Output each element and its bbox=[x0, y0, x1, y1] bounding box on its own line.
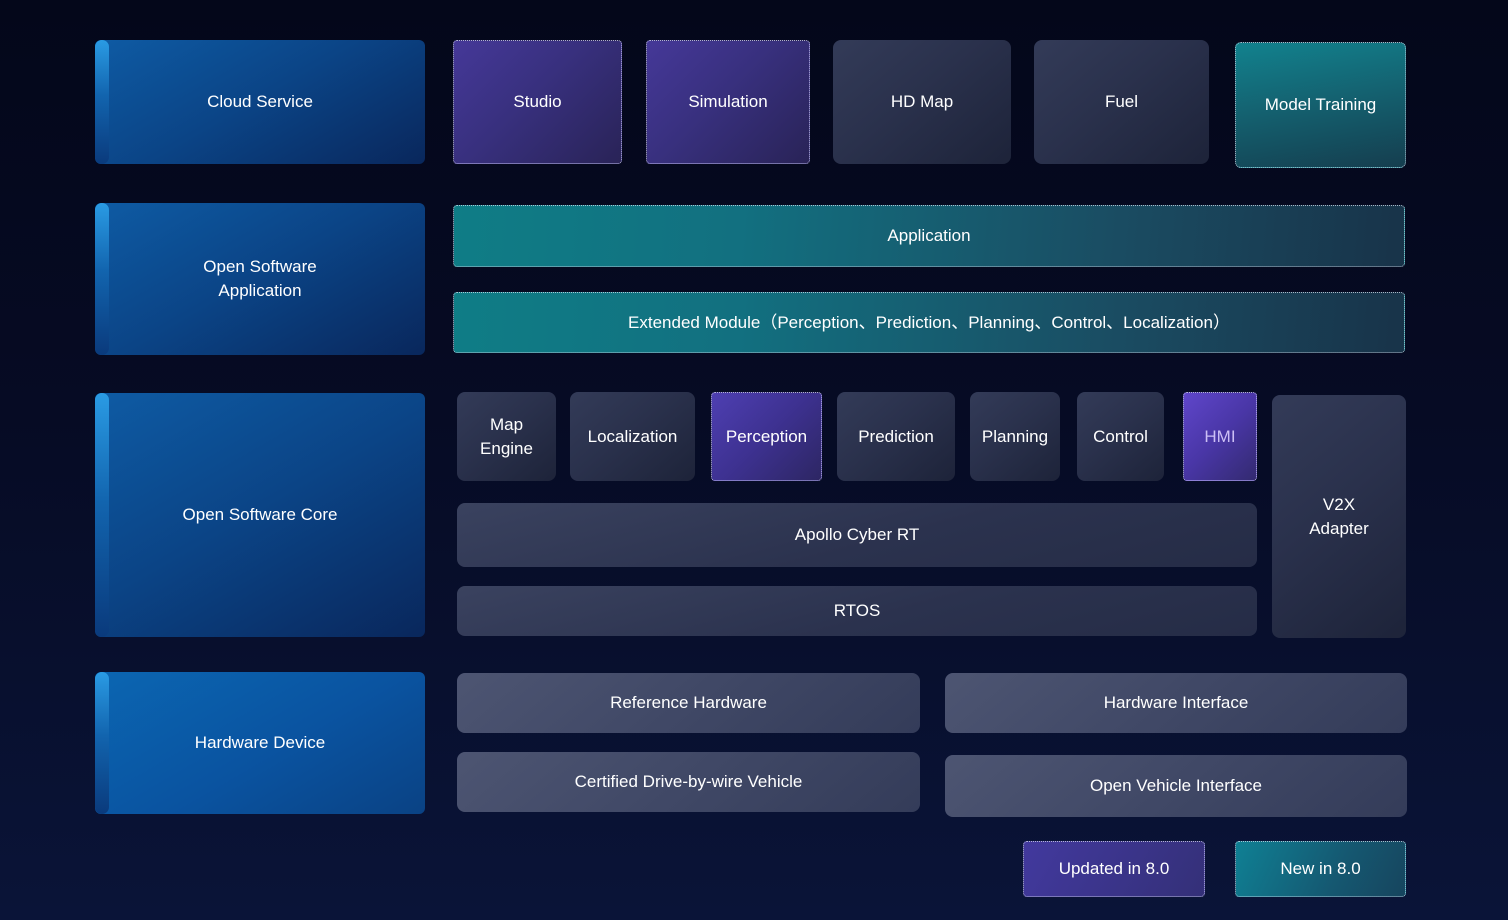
perception-label: Perception bbox=[725, 426, 808, 446]
hardware-interface-label: Hardware Interface bbox=[1103, 693, 1249, 713]
perception-box: Perception bbox=[711, 392, 822, 481]
map-engine-box: Map Engine bbox=[457, 392, 556, 481]
application-box: Application bbox=[453, 205, 1405, 267]
certified-drive-by-wire-vehicle-box: Certified Drive-by-wire Vehicle bbox=[457, 752, 920, 812]
open-vehicle-interface-box: Open Vehicle Interface bbox=[945, 755, 1407, 817]
accent-bar bbox=[95, 40, 109, 164]
open-software-application-label: Open Software Application bbox=[203, 257, 317, 300]
hmi-label: HMI bbox=[1204, 426, 1236, 446]
reference-hardware-box: Reference Hardware bbox=[457, 673, 920, 733]
rtos-box: RTOS bbox=[457, 586, 1257, 636]
hardware-interface-box: Hardware Interface bbox=[945, 673, 1407, 733]
legend-new-badge: New in 8.0 bbox=[1235, 841, 1406, 897]
cloud-service-label: Cloud Service bbox=[207, 92, 313, 112]
legend-updated-badge: Updated in 8.0 bbox=[1023, 841, 1205, 897]
v2x-adapter-label: V2X Adapter bbox=[1309, 494, 1369, 538]
studio-box: Studio bbox=[453, 40, 622, 164]
rtos-label: RTOS bbox=[833, 601, 881, 621]
hd-map-label: HD Map bbox=[890, 92, 954, 112]
prediction-label: Prediction bbox=[858, 426, 934, 446]
open-vehicle-interface-label: Open Vehicle Interface bbox=[1089, 776, 1262, 796]
control-box: Control bbox=[1077, 392, 1164, 481]
open-software-core-label: Open Software Core bbox=[182, 505, 338, 525]
model-training-box: Model Training bbox=[1235, 42, 1406, 168]
map-engine-label: Map Engine bbox=[480, 414, 533, 458]
accent-bar bbox=[95, 203, 109, 355]
open-software-core-label-box: Open Software Core bbox=[95, 393, 425, 637]
cloud-service-label-box: Cloud Service bbox=[95, 40, 425, 164]
localization-label: Localization bbox=[587, 426, 678, 446]
hardware-device-label-box: Hardware Device bbox=[95, 672, 425, 814]
hardware-device-label: Hardware Device bbox=[194, 733, 326, 753]
hmi-box: HMI bbox=[1183, 392, 1257, 481]
control-label: Control bbox=[1093, 426, 1148, 446]
prediction-box: Prediction bbox=[837, 392, 955, 481]
legend-new-label: New in 8.0 bbox=[1280, 859, 1361, 879]
application-label: Application bbox=[887, 226, 971, 246]
simulation-box: Simulation bbox=[646, 40, 810, 164]
localization-box: Localization bbox=[570, 392, 695, 481]
hd-map-box: HD Map bbox=[833, 40, 1011, 164]
v2x-adapter-box: V2X Adapter bbox=[1272, 395, 1406, 638]
planning-label: Planning bbox=[981, 426, 1049, 446]
open-software-application-label-box: Open Software Application bbox=[95, 203, 425, 355]
certified-drive-by-wire-vehicle-label: Certified Drive-by-wire Vehicle bbox=[574, 772, 803, 792]
fuel-box: Fuel bbox=[1034, 40, 1209, 164]
studio-label: Studio bbox=[513, 92, 562, 112]
fuel-label: Fuel bbox=[1104, 92, 1139, 112]
model-training-label: Model Training bbox=[1264, 95, 1377, 115]
extended-module-box: Extended Module（Perception、Prediction、Pl… bbox=[453, 292, 1405, 353]
simulation-label: Simulation bbox=[688, 92, 768, 112]
planning-box: Planning bbox=[970, 392, 1060, 481]
accent-bar bbox=[95, 672, 109, 814]
legend-updated-label: Updated in 8.0 bbox=[1058, 859, 1170, 879]
accent-bar bbox=[95, 393, 109, 637]
extended-module-label: Extended Module（Perception、Prediction、Pl… bbox=[628, 312, 1230, 332]
apollo-cyber-rt-label: Apollo Cyber RT bbox=[794, 525, 920, 545]
apollo-cyber-rt-box: Apollo Cyber RT bbox=[457, 503, 1257, 567]
reference-hardware-label: Reference Hardware bbox=[610, 693, 767, 713]
